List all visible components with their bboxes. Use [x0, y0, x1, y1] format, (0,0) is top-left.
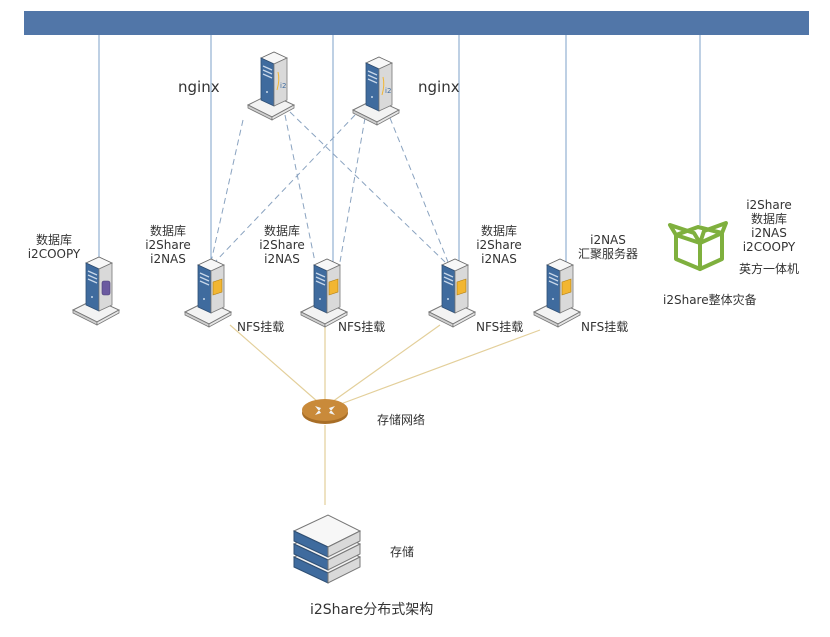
label-line: i2Share — [746, 198, 792, 212]
label-line: i2NAS — [590, 233, 626, 247]
label-line: 数据库 — [480, 224, 517, 238]
nginx-links — [210, 111, 449, 263]
server-label-app-2: 数据库 i2Share i2NAS — [252, 224, 312, 266]
nfs-label-3: NFS挂载 — [476, 320, 524, 334]
storage-network-router[interactable] — [302, 399, 348, 424]
backup-label: i2Share 数据库 i2NAS i2COOPY — [734, 198, 804, 254]
label-line: i2COOPY — [27, 247, 81, 261]
database-icon — [101, 280, 111, 296]
label-line: 汇聚服务器 — [577, 247, 638, 261]
label-line: i2NAS — [264, 252, 300, 266]
label-line: i2NAS — [481, 252, 517, 266]
server-app-1[interactable] — [184, 258, 232, 328]
appliance-label: 英方一体机 — [738, 262, 799, 276]
storage-network-label: 存储网络 — [377, 413, 426, 427]
label-line: 数据库 — [35, 233, 72, 247]
nginx-label-1: nginx — [178, 78, 220, 96]
server-app-2[interactable] — [300, 258, 348, 328]
folder-icon — [212, 278, 223, 296]
storage-links — [229, 324, 541, 505]
folder-icon — [328, 278, 339, 296]
svg-text:i2: i2 — [385, 87, 391, 95]
label-line: i2NAS — [751, 226, 787, 240]
backup-caption: i2Share整体灾备 — [663, 293, 757, 307]
server-i2nas-agg[interactable] — [533, 258, 581, 328]
nfs-label-4: NFS挂载 — [581, 320, 629, 334]
folder-icon — [456, 278, 467, 296]
label-line: 数据库 — [263, 224, 300, 238]
label-line: i2Share — [259, 238, 305, 252]
bus-drop-lines — [98, 35, 701, 262]
server-app-3[interactable] — [428, 258, 476, 328]
server-label-app-1: 数据库 i2Share i2NAS — [138, 224, 198, 266]
nfs-label-2: NFS挂载 — [338, 320, 386, 334]
server-db-i2coopy[interactable] — [72, 256, 120, 326]
server-label-agg: i2NAS 汇聚服务器 — [573, 233, 643, 261]
label-line: 数据库 — [750, 212, 787, 226]
folder-icon — [561, 278, 572, 296]
label-line: i2NAS — [150, 252, 186, 266]
svg-text:i2: i2 — [280, 82, 286, 90]
storage-label: 存储 — [390, 545, 415, 559]
nginx-server-2[interactable]: i2 — [352, 56, 400, 126]
nginx-server-1[interactable]: i2 — [247, 51, 295, 121]
label-line: i2Share — [476, 238, 522, 252]
server-label-app-3: 数据库 i2Share i2NAS — [469, 224, 529, 266]
nfs-label-1: NFS挂载 — [237, 320, 285, 334]
label-line: i2Share — [145, 238, 191, 252]
label-line: i2COOPY — [742, 240, 796, 254]
diagram-title: i2Share分布式架构 — [310, 602, 434, 618]
storage-stack-icon[interactable] — [292, 514, 362, 584]
server-label-db: 数据库 i2COOPY — [22, 233, 86, 261]
backup-box-icon[interactable] — [668, 221, 728, 271]
nginx-label-2: nginx — [418, 78, 460, 96]
network-bus — [24, 11, 809, 35]
label-line: 数据库 — [149, 224, 186, 238]
